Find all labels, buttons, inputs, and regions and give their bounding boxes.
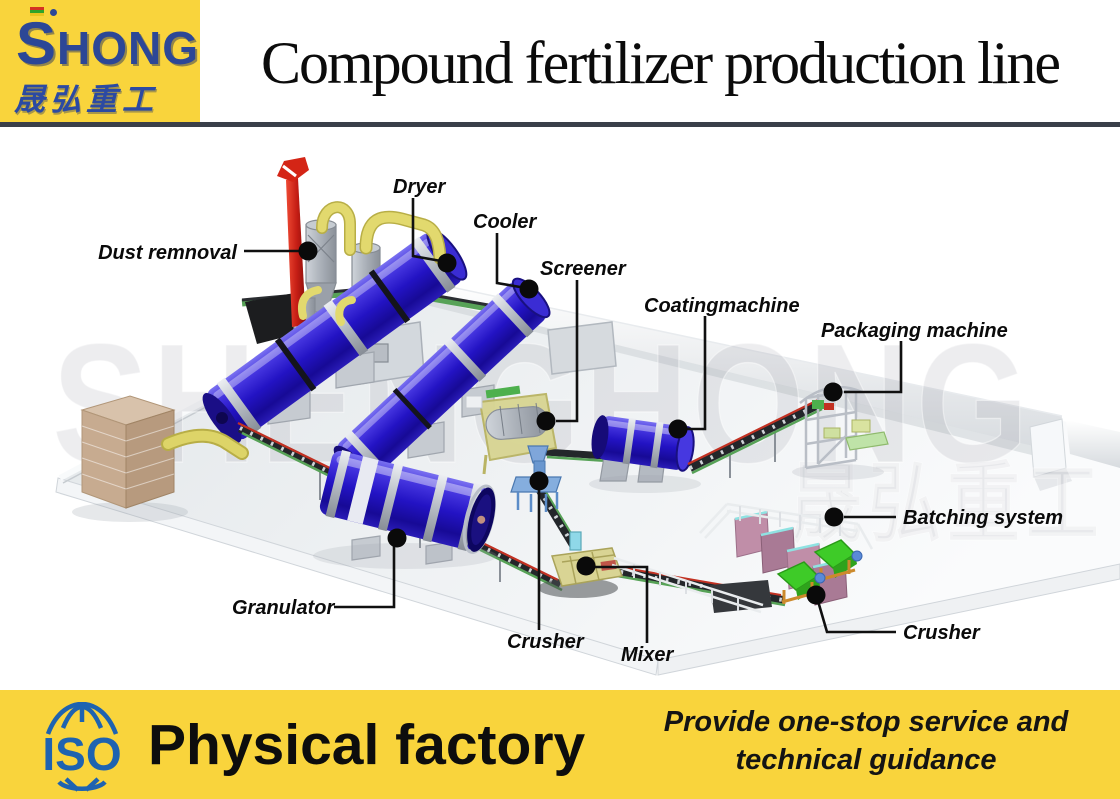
right-wall (1066, 420, 1120, 468)
conveyor-packaging (687, 399, 823, 478)
chimney (277, 157, 309, 327)
label-granulator: Granulator (232, 528, 407, 619)
label-screener: Screener (536, 258, 627, 431)
footer-headline: Physical factory (148, 712, 586, 777)
label-crusher-right: Crusher (806, 585, 981, 644)
svg-text:Crusher: Crusher (507, 631, 585, 653)
batching-system (611, 502, 874, 614)
iso-text: ISO (42, 728, 121, 780)
logo-flag-icon (30, 7, 44, 16)
svg-text:Mixer: Mixer (621, 644, 674, 666)
crusher-machine-right-group (776, 539, 863, 604)
granulator-supports (351, 535, 453, 565)
brand-chinese: 晟弘重工 (14, 82, 158, 118)
svg-text:Batching system: Batching system (903, 507, 1063, 529)
machine-housing (547, 321, 617, 375)
coating-machine-drum (591, 415, 695, 472)
label-coating-machine: Coatingmachine (644, 295, 800, 439)
brand-logo: SHONG 晟弘重工 (0, 0, 200, 122)
header-divider (0, 122, 1120, 127)
brand-initial: S (16, 10, 58, 77)
logo-dot-icon (50, 9, 57, 16)
svg-text:Coatingmachine: Coatingmachine (644, 295, 800, 317)
label-packaging-machine: Packaging machine (821, 320, 1008, 402)
batching-pit (710, 580, 772, 613)
iso-logo: ISO (42, 702, 122, 792)
brick-stack (72, 395, 249, 522)
label-mixer: Mixer (576, 556, 674, 666)
brand-name: SHONG (16, 14, 199, 74)
watermark-chinese: 晟弘重工 (790, 454, 1105, 553)
label-dust-removal: Dust remnoval (98, 241, 318, 264)
front-left-curb (55, 477, 659, 676)
label-cooler: Cooler (473, 211, 539, 299)
footer-tagline: Provide one-stop service and technical g… (622, 703, 1110, 780)
svg-text:Cooler: Cooler (473, 211, 538, 233)
svg-text:Dryer: Dryer (393, 176, 446, 198)
svg-text:Granulator: Granulator (232, 597, 335, 619)
dryer-drum (202, 228, 468, 443)
svg-text:Packaging machine: Packaging machine (821, 320, 1008, 342)
label-crusher-middle: Crusher (507, 471, 585, 653)
front-right-curb (657, 563, 1120, 676)
svg-text:Crusher: Crusher (903, 622, 981, 644)
tagline-line1: Provide one-stop service and (663, 706, 1069, 738)
granulator-drum (319, 449, 496, 554)
diagram-labels: Dust remnoval Dryer Cooler Screener Coat… (98, 176, 1063, 666)
crusher-machine-middle (510, 445, 562, 512)
yellow-pipes (297, 201, 447, 326)
batching-railing (611, 502, 874, 614)
svg-text:Screener: Screener (540, 258, 627, 280)
svg-text:Dust remnoval: Dust remnoval (98, 242, 237, 264)
production-line-illustration: SHENGHONG 晟弘重工 (51, 157, 1120, 676)
brand-rest: HONG (57, 22, 200, 74)
footer-banner (0, 690, 1120, 799)
page-title: Compound fertilizer production line (260, 29, 1061, 96)
label-batching-system: Batching system (824, 507, 1063, 529)
cooler-drum (333, 277, 551, 485)
screener-machine (465, 385, 558, 475)
tagline-line2: technical guidance (735, 744, 997, 777)
label-dryer: Dryer (393, 176, 457, 273)
packaging-machine (792, 385, 889, 480)
